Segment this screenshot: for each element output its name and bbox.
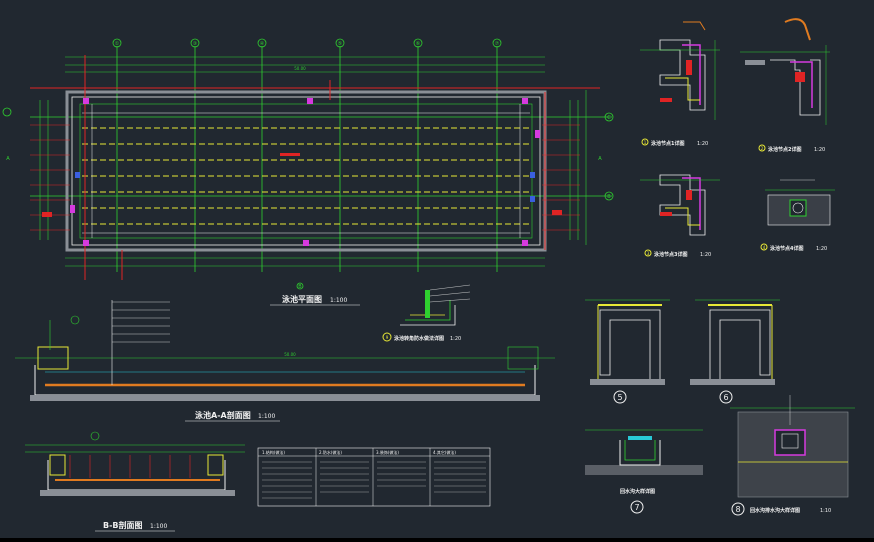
detail-5-number: 5 xyxy=(617,393,622,402)
grid-label-1: ① xyxy=(115,41,120,47)
detail-9-number: 9 xyxy=(386,335,389,340)
section-mark-b-bottom: B xyxy=(298,284,302,290)
pool-plan: ① ③ ④ ⑤ ⑥ ⑦ C B A A B 50.00 泳池平面图 1:100 xyxy=(2,38,614,306)
detail-4-number: 4 xyxy=(763,245,766,250)
table-header-3: 3.装饰(做法) xyxy=(376,449,399,455)
detail-2-number: 2 xyxy=(761,146,764,151)
plan-grid-bubbles xyxy=(2,38,614,290)
detail-4: 4 泳池节点4详图 1:20 xyxy=(760,179,835,252)
detail-8-scale: 1:10 xyxy=(820,508,831,514)
section-aa-dimension: 50.00 xyxy=(284,352,296,357)
detail-2-scale: 1:20 xyxy=(814,147,825,153)
detail-9-title: 泳池转角防水做法详图 xyxy=(394,335,444,342)
lane-lines xyxy=(82,127,530,225)
detail-1: 1 泳池节点1详图 1:20 xyxy=(640,21,720,147)
section-mark-a-right: A xyxy=(598,156,602,162)
detail-2: 2 泳池节点2详图 1:20 xyxy=(740,18,830,153)
detail-3-scale: 1:20 xyxy=(700,252,711,258)
table-header-1: 1.结构(做法) xyxy=(262,449,285,455)
grid-label-7: ⑦ xyxy=(495,41,500,47)
section-aa-title: 泳池A-A剖面图 xyxy=(195,410,251,420)
detail-8: 8 回水沟排水沟大样详图 1:10 xyxy=(730,395,855,516)
detail-8-title: 回水沟排水沟大样详图 xyxy=(750,507,800,514)
section-bb: B-B剖面图 1:100 xyxy=(25,431,245,532)
row-label-c: C xyxy=(607,115,611,121)
detail-4-scale: 1:20 xyxy=(816,246,827,252)
plan-red-lines xyxy=(30,55,600,280)
section-mark-a-left: A xyxy=(6,156,10,162)
detail-3-number: 3 xyxy=(647,251,650,256)
plan-title: 泳池平面图 xyxy=(282,294,322,304)
detail-4-title: 泳池节点4详图 xyxy=(770,245,803,252)
section-bb-scale: 1:100 xyxy=(150,523,167,530)
detail-7-number: 7 xyxy=(634,503,639,512)
section-bb-title: B-B剖面图 xyxy=(103,520,143,530)
detail-7: 回水沟大样详图 7 xyxy=(585,429,703,514)
grid-label-6: ⑥ xyxy=(416,41,421,47)
plan-scale: 1:100 xyxy=(330,297,347,304)
detail-8-number: 8 xyxy=(735,505,740,514)
detail-9: 9 泳池转角防水做法详图 1:20 xyxy=(382,284,471,342)
detail-7-title: 回水沟大样详图 xyxy=(620,488,655,495)
grid-label-3: ③ xyxy=(193,41,197,47)
detail-1-title: 泳池节点1详图 xyxy=(651,140,684,147)
table-header-4: 4.其它(做法) xyxy=(433,449,456,455)
section-aa-scale: 1:100 xyxy=(258,413,275,420)
grid-label-4: ④ xyxy=(260,41,265,47)
grid-label-5: ⑤ xyxy=(338,41,342,47)
detail-6-number: 6 xyxy=(723,393,728,402)
detail-3-title: 泳池节点3详图 xyxy=(654,251,687,258)
detail-6: 6 xyxy=(690,299,780,404)
plan-grid-lines xyxy=(30,46,612,272)
detail-2-title: 泳池节点2详图 xyxy=(768,146,801,153)
detail-1-number: 1 xyxy=(644,140,647,145)
detail-5: 5 xyxy=(585,299,670,404)
plan-total-dimension: 50.00 xyxy=(294,66,306,71)
detail-1-scale: 1:20 xyxy=(697,141,708,147)
section-aa: 50.00 泳池A-A剖面图 1:100 xyxy=(15,300,555,422)
plan-drain-markers xyxy=(70,98,540,246)
table-header-2: 2.防水(做法) xyxy=(319,449,342,455)
detail-3: 3 泳池节点3详图 1:20 xyxy=(640,174,720,258)
row-label-b: B xyxy=(607,194,611,200)
material-table: 1.结构(做法) 2.防水(做法) 3.装饰(做法) 4.其它(做法) xyxy=(257,447,491,507)
detail-9-scale: 1:20 xyxy=(450,336,461,342)
